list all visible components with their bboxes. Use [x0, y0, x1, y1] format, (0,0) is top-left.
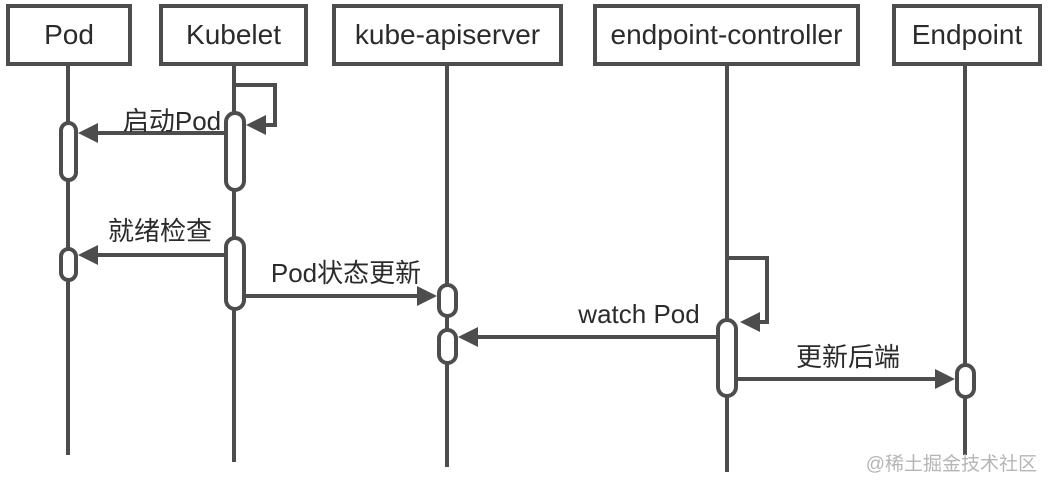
self-loop-endpoint-controller: [725, 256, 769, 324]
actor-box-endpoint: Endpoint: [892, 4, 1042, 66]
message-arrowhead-watch-pod-icon: [458, 327, 478, 347]
actor-box-endpoint-controller: endpoint-controller: [593, 4, 860, 66]
self-loop-endpoint-controller-stub: [754, 320, 769, 324]
actor-box-kubelet: Kubelet: [159, 4, 308, 66]
actor-label-pod: Pod: [44, 19, 94, 50]
message-label-update-backend: 更新后端: [795, 342, 901, 372]
actor-box-pod: Pod: [6, 4, 132, 66]
activation-endpoint-controller: [716, 318, 738, 398]
message-line-readiness-check: [96, 253, 224, 257]
message-arrowhead-start-pod-icon: [78, 123, 98, 143]
actor-label-endpoint: Endpoint: [911, 19, 1023, 50]
lifeline-endpoint: [963, 66, 967, 455]
message-label-watch-pod: watch Pod: [578, 299, 700, 329]
self-loop-kubelet-stub: [260, 123, 277, 127]
message-line-watch-pod: [476, 335, 716, 339]
self-loop-kubelet-arrowhead-icon: [246, 115, 266, 135]
actor-label-endpoint-controller: endpoint-controller: [610, 19, 843, 50]
message-line-update-backend: [738, 377, 937, 381]
message-label-pod-status-update: Pod状态更新: [270, 258, 422, 288]
message-line-pod-status-update: [246, 294, 419, 298]
activation-kubelet-2: [224, 236, 246, 311]
activation-endpoint: [955, 363, 976, 399]
message-arrowhead-readiness-check-icon: [78, 245, 98, 265]
actor-label-kube-apiserver: kube-apiserver: [354, 19, 541, 50]
message-arrowhead-update-backend-icon: [935, 369, 955, 389]
activation-kube-apiserver-2: [437, 328, 458, 365]
activation-pod-1: [59, 121, 78, 182]
message-label-readiness-check: 就绪检查: [107, 216, 213, 246]
watermark: @稀土掘金技术社区: [865, 454, 1037, 475]
activation-kube-apiserver-1: [437, 283, 458, 318]
activation-kubelet-1: [224, 111, 246, 192]
self-loop-endpoint-controller-arrowhead-icon: [740, 312, 760, 332]
message-arrowhead-pod-status-update-icon: [417, 286, 437, 306]
actor-box-kube-apiserver: kube-apiserver: [332, 4, 563, 66]
message-label-start-pod: 启动Pod: [122, 106, 222, 136]
self-loop-kubelet: [232, 83, 277, 127]
activation-pod-2: [59, 247, 78, 282]
message-line-start-pod: [96, 131, 224, 135]
lifeline-endpoint-controller: [725, 66, 729, 472]
lifeline-kube-apiserver: [445, 66, 449, 467]
actor-label-kubelet: Kubelet: [186, 19, 281, 50]
